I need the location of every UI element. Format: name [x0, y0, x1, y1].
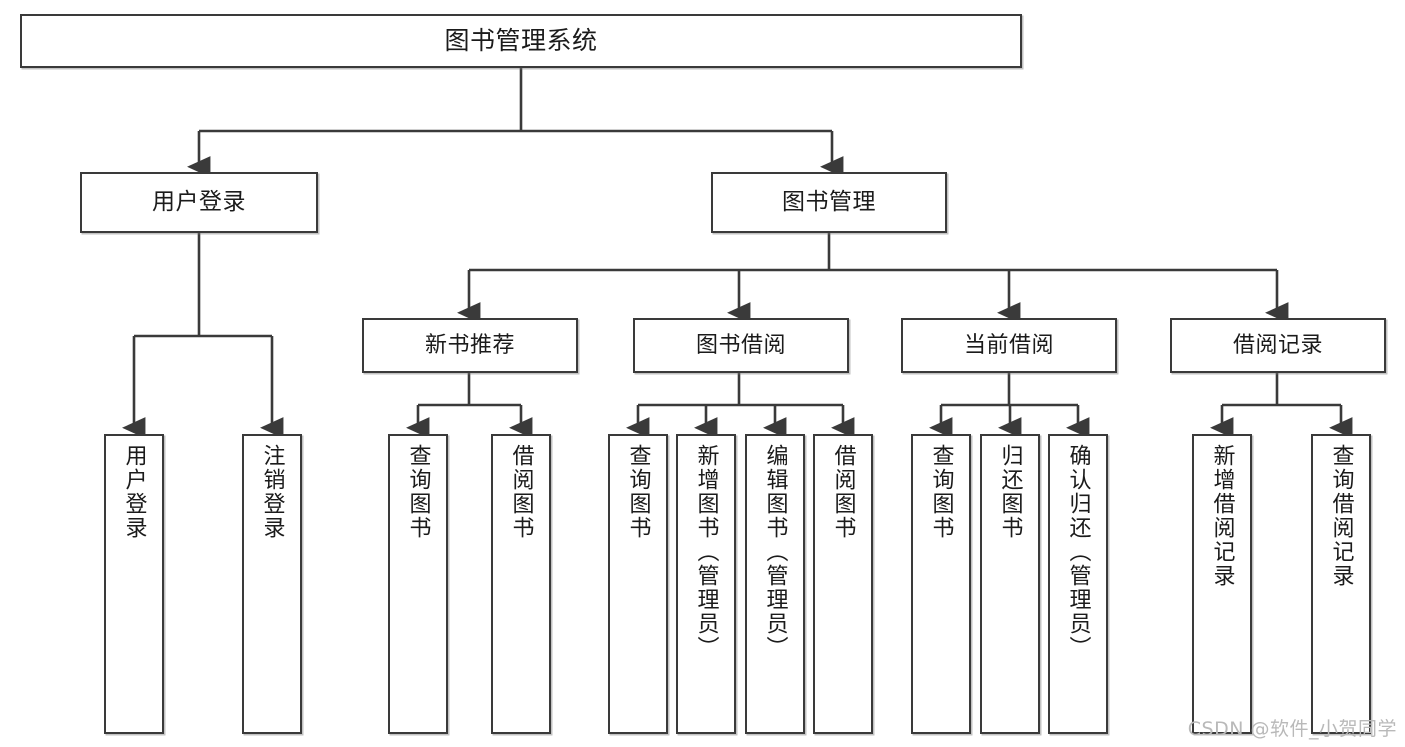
- leaf-borrow-add-book[interactable]: 新增图书（管理员）: [676, 434, 736, 734]
- node-user-login[interactable]: 用户登录: [80, 172, 318, 233]
- leaf-current-confirm-return-label: 确认归还（管理员）: [1065, 444, 1091, 660]
- leaf-current-confirm-return[interactable]: 确认归还（管理员）: [1048, 434, 1108, 734]
- leaf-borrow-lend-book-label: 借阅图书: [830, 444, 856, 540]
- leaf-borrow-edit-book-label: 编辑图书（管理员）: [762, 444, 788, 660]
- leaf-user-login[interactable]: 用户登录: [104, 434, 164, 734]
- leaf-recommend-query-book[interactable]: 查询图书: [388, 434, 448, 734]
- leaf-recommend-borrow-book[interactable]: 借阅图书: [491, 434, 551, 734]
- leaf-borrow-lend-book[interactable]: 借阅图书: [813, 434, 873, 734]
- leaf-user-login-label: 用户登录: [121, 444, 147, 540]
- node-user-login-label: 用户登录: [152, 188, 246, 215]
- node-new-book-recommend-label: 新书推荐: [424, 332, 515, 358]
- leaf-current-query-book-label: 查询图书: [928, 444, 954, 540]
- leaf-current-return-book[interactable]: 归还图书: [980, 434, 1040, 734]
- node-root-system-label: 图书管理系统: [444, 26, 598, 56]
- leaf-borrow-edit-book[interactable]: 编辑图书（管理员）: [745, 434, 805, 734]
- leaf-borrow-query-book-label: 查询图书: [625, 444, 651, 540]
- leaf-recommend-query-book-label: 查询图书: [405, 444, 431, 540]
- node-borrow-record[interactable]: 借阅记录: [1170, 318, 1386, 373]
- node-current-borrow-label: 当前借阅: [963, 332, 1054, 358]
- node-book-manage[interactable]: 图书管理: [711, 172, 947, 233]
- node-borrow-record-label: 借阅记录: [1232, 332, 1323, 358]
- node-book-manage-label: 图书管理: [782, 188, 876, 215]
- leaf-recommend-borrow-book-label: 借阅图书: [508, 444, 534, 540]
- leaf-current-query-book[interactable]: 查询图书: [911, 434, 971, 734]
- leaf-record-add[interactable]: 新增借阅记录: [1192, 434, 1252, 734]
- csdn-watermark: CSDN @软件_小贺同学: [1187, 718, 1397, 740]
- node-book-borrow-label: 图书借阅: [695, 332, 786, 358]
- node-new-book-recommend[interactable]: 新书推荐: [362, 318, 578, 373]
- leaf-borrow-query-book[interactable]: 查询图书: [608, 434, 668, 734]
- leaf-current-return-book-label: 归还图书: [997, 444, 1023, 540]
- node-root-system[interactable]: 图书管理系统: [20, 14, 1022, 68]
- leaf-record-query-label: 查询借阅记录: [1328, 444, 1354, 588]
- leaf-record-add-label: 新增借阅记录: [1209, 444, 1235, 588]
- leaf-user-logout[interactable]: 注销登录: [242, 434, 302, 734]
- node-current-borrow[interactable]: 当前借阅: [901, 318, 1117, 373]
- node-book-borrow[interactable]: 图书借阅: [633, 318, 849, 373]
- leaf-user-logout-label: 注销登录: [259, 444, 285, 540]
- leaf-borrow-add-book-label: 新增图书（管理员）: [693, 444, 719, 660]
- leaf-record-query[interactable]: 查询借阅记录: [1311, 434, 1371, 734]
